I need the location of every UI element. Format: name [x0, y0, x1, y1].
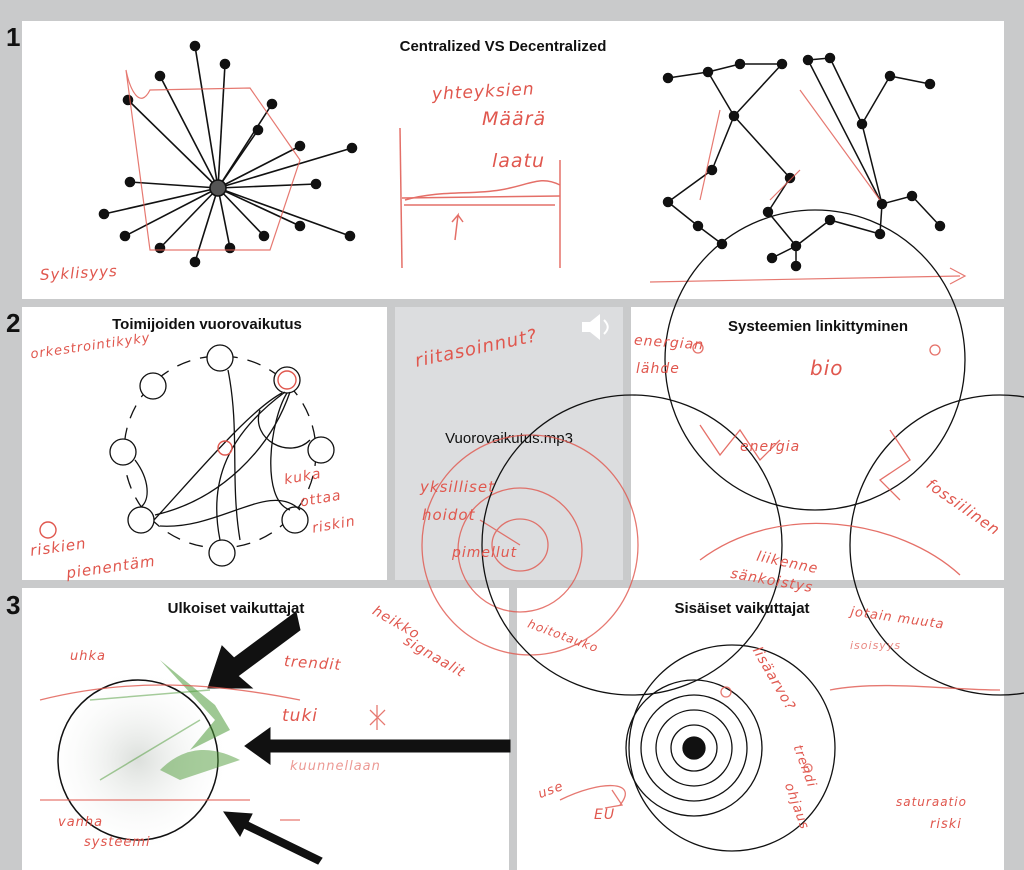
- note-kuunnellaan: kuunnellaan: [290, 759, 381, 774]
- row-number-3: 3: [6, 590, 21, 620]
- note-riski: riski: [930, 817, 962, 832]
- note-trendit: trendit: [283, 652, 342, 674]
- note-energia: energia: [740, 439, 801, 455]
- note-yksilliset: yksilliset: [420, 478, 495, 496]
- note-sykliisyys: Syklisyys: [39, 261, 119, 285]
- note-eu: EU: [594, 807, 616, 823]
- row-number-2: 2: [6, 308, 21, 338]
- audio-file-label[interactable]: Vuorovaikutus.mp3: [445, 430, 573, 447]
- note-tuki: tuki: [282, 706, 319, 726]
- note-hoidot: hoidot: [422, 506, 476, 524]
- note-uhka: uhka: [70, 649, 106, 664]
- panel-title-toimijoiden: Toimijoiden vuorovaikutus: [112, 316, 302, 333]
- note-maara: Määrä: [482, 108, 547, 130]
- note-pimellut: pimellut: [452, 545, 518, 561]
- note-saturaatio: saturaatio: [896, 795, 967, 809]
- note-vanha: vanha: [58, 815, 104, 830]
- panel-title-ulkoiset: Ulkoiset vaikuttajat: [167, 600, 305, 617]
- note-bio: bio: [810, 356, 844, 380]
- note-isoisyys: isoisyys: [850, 639, 902, 652]
- panel-title-sisaiset: Sisäiset vaikuttajat: [674, 600, 810, 617]
- row-number-1: 1: [6, 22, 21, 52]
- note-lahde: lähde: [636, 361, 680, 377]
- panel-title-systeemien: Systeemien linkittyminen: [727, 318, 909, 335]
- panel-title-centralized: Centralized VS Decentralized: [399, 38, 607, 55]
- note-laatu: laatu: [492, 150, 546, 172]
- note-systeemi: systeemi: [84, 835, 151, 850]
